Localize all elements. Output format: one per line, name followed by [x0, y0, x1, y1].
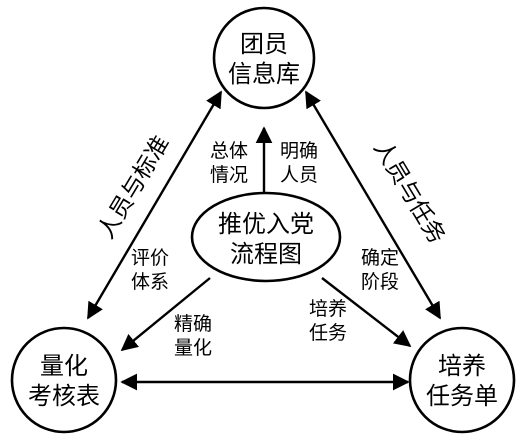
label-evaluation-line-1: 评价	[131, 247, 169, 269]
node-quantitative-assessment-table: 量化 考核表	[10, 326, 118, 434]
edge-top-left	[86, 90, 223, 320]
edge-center-right	[321, 277, 412, 348]
label-precise-line-2: 量化	[174, 337, 212, 359]
label-stage-line-1: 确定	[361, 247, 399, 269]
label-training-line-1: 培养	[309, 298, 347, 320]
node-left-line-2: 考核表	[28, 382, 100, 410]
label-people-and-standards: 人员与标准	[93, 131, 175, 243]
label-overall-line-1: 总体	[210, 140, 248, 162]
node-top-line-1: 团员	[240, 30, 288, 58]
node-right-line-1: 培养	[438, 352, 486, 380]
label-precise-line-1: 精确	[174, 313, 212, 335]
label-overall-line-2: 情况	[210, 164, 248, 186]
node-center-line-1: 推优入党	[218, 210, 314, 238]
node-top-line-2: 信息库	[228, 60, 300, 88]
label-training-line-2: 任务	[309, 322, 347, 344]
label-people-and-tasks: 人员与任务	[368, 136, 450, 248]
label-stage-line-2: 阶段	[361, 271, 399, 293]
node-team-member-database: 团员 信息库	[212, 6, 316, 110]
edge-top-right	[304, 90, 442, 320]
label-identify-line-1: 明确	[280, 140, 318, 162]
label-identify-line-2: 人员	[280, 164, 318, 186]
node-right-line-2: 任务单	[426, 382, 498, 410]
node-left-line-1: 量化	[40, 352, 88, 380]
label-evaluation-line-2: 体系	[131, 271, 169, 293]
node-training-task-sheet: 培养 任务单	[408, 326, 516, 434]
node-party-recommendation-flowchart: 推优入党 流程图	[190, 191, 342, 283]
edge-center-left	[120, 277, 211, 352]
node-center-line-2: 流程图	[230, 240, 302, 268]
